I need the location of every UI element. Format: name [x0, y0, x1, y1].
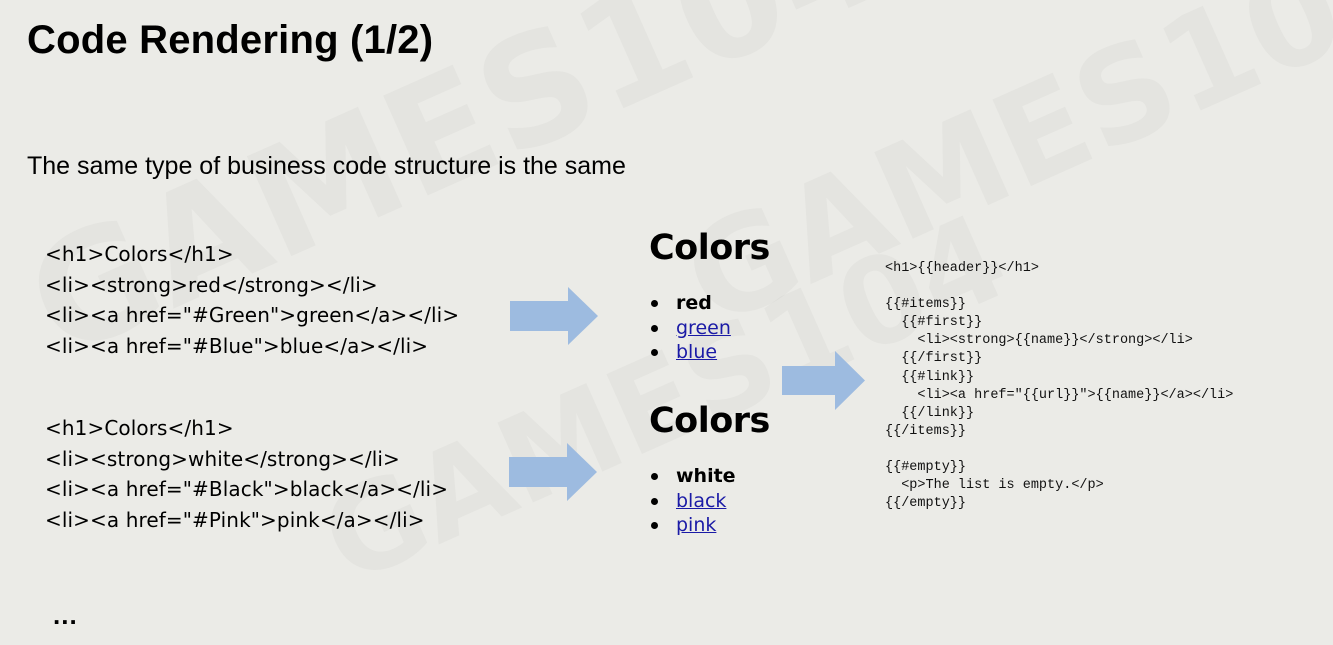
right-arrow-icon — [509, 443, 597, 501]
rendered-list-item: blue — [651, 340, 770, 365]
code-line: <li><strong>red</strong></li> — [45, 272, 378, 297]
slide-title: Code Rendering (1/2) — [27, 18, 434, 62]
link-black[interactable]: black — [676, 489, 727, 512]
code-example-1: <h1>Colors</h1> <li><strong>red</strong>… — [45, 239, 459, 362]
code-line: <li><a href="#Pink">pink</a></li> — [45, 508, 425, 533]
rendered-list: red green blue — [649, 291, 770, 365]
ellipsis: ... — [53, 600, 78, 630]
code-line: <li><a href="#Green">green</a></li> — [45, 303, 460, 328]
link-pink[interactable]: pink — [676, 514, 717, 536]
link-blue[interactable]: blue — [676, 341, 718, 363]
rendered-list-item: green — [651, 316, 770, 341]
rendered-list: white black pink — [649, 464, 770, 538]
right-arrow-icon — [782, 351, 865, 410]
code-line: <li><strong>white</strong></li> — [45, 446, 400, 471]
code-line: <li><a href="#Black">black</a></li> — [45, 477, 449, 502]
strong-text: white — [676, 465, 736, 487]
rendered-output-1: Colors red green blue — [649, 227, 770, 365]
rendered-list-item: pink — [651, 513, 770, 538]
rendered-list-item: black — [651, 489, 770, 514]
slide-subtitle: The same type of business code structure… — [27, 152, 626, 180]
right-arrow-icon — [510, 287, 598, 345]
mustache-template-code: <h1>{{header}}</h1> {{#items}} {{#first}… — [885, 261, 1234, 512]
code-example-2: <h1>Colors</h1> <li><strong>white</stron… — [45, 413, 448, 536]
link-green[interactable]: green — [676, 316, 731, 339]
rendered-heading: Colors — [649, 401, 770, 441]
rendered-list-item: red — [651, 291, 770, 316]
rendered-output-2: Colors white black pink — [649, 400, 770, 538]
code-line: <h1>Colors</h1> — [45, 416, 234, 440]
code-line: <li><a href="#Blue">blue</a></li> — [45, 334, 429, 359]
rendered-heading: Colors — [649, 228, 770, 268]
rendered-list-item: white — [651, 464, 770, 489]
strong-text: red — [676, 292, 712, 314]
code-line: <h1>Colors</h1> — [45, 242, 234, 266]
